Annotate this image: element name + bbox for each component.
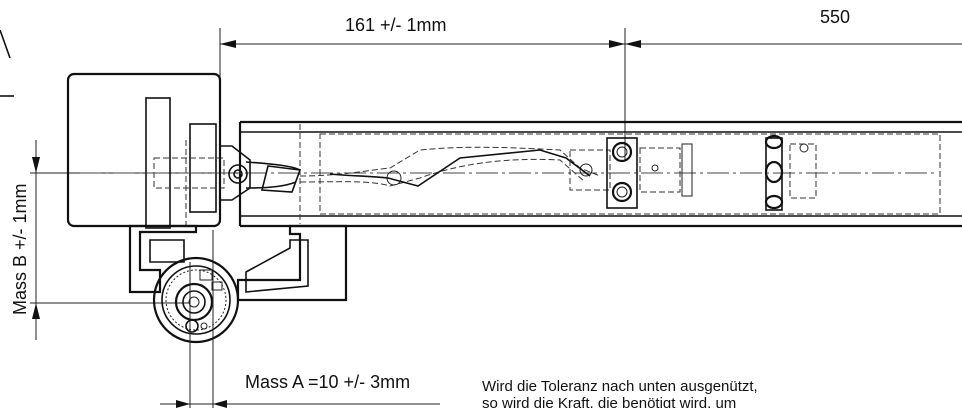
dimension-161-label: 161 +/- 1mm (345, 15, 447, 35)
mounting-bracket (128, 224, 348, 302)
dimension-161: 161 +/- 1mm (219, 15, 626, 160)
pinion-assembly (152, 256, 240, 344)
cropped-edge-marks (0, 29, 14, 97)
dimension-550-label: 550 (820, 7, 850, 27)
dimension-mass-b-label: Mass B +/- 1mm (10, 183, 30, 315)
slider-block (606, 137, 693, 209)
damper-stop (764, 134, 817, 211)
dimension-550: 550 (625, 7, 962, 48)
closer-body (66, 72, 225, 229)
slider-arm-hidden (299, 146, 611, 191)
dimension-mass-a: Mass A =10 +/- 3mm (160, 372, 440, 408)
lever-arm (245, 161, 302, 193)
dimension-mass-a-label: Mass A =10 +/- 3mm (245, 372, 410, 392)
slide-rail (80, 120, 962, 228)
dimension-mass-b: Mass B +/- 1mm (10, 140, 240, 340)
note-line-1: Wird die Toleranz nach unten ausgenützt, (482, 378, 758, 395)
tolerance-note: Wird die Toleranz nach unten ausgenützt,… (482, 378, 758, 408)
note-line-2: so wird die Kraft, die benötigt wird, um (482, 395, 736, 408)
